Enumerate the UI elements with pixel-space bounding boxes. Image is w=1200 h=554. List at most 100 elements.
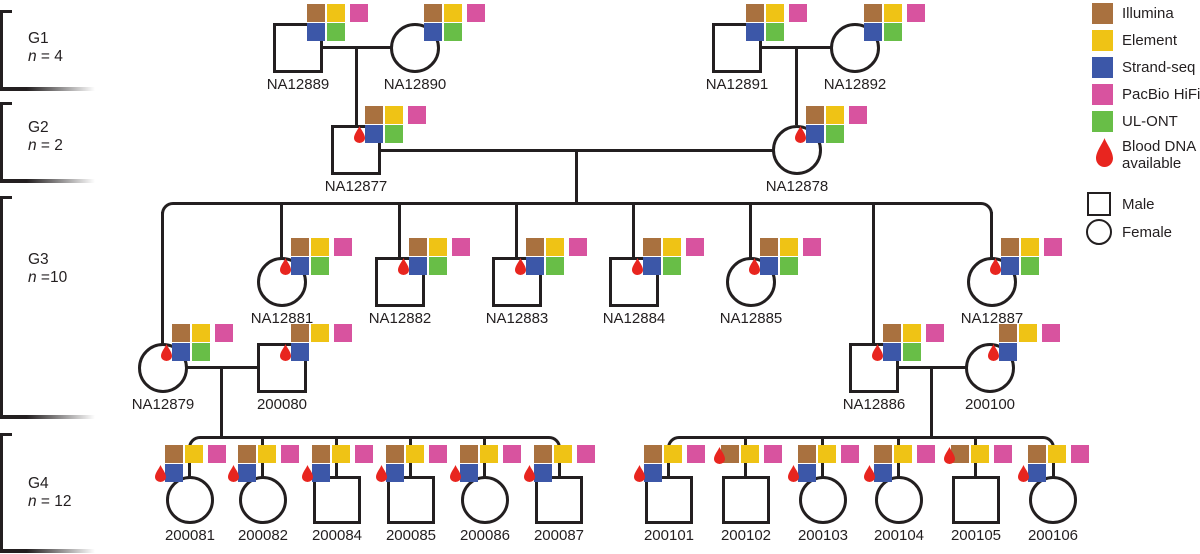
illumina-data-swatch bbox=[760, 238, 778, 256]
element-data-swatch bbox=[546, 238, 564, 256]
blood-drop-icon bbox=[788, 465, 799, 482]
generation-bracket-tick bbox=[0, 433, 12, 436]
generation-name: G1 bbox=[28, 30, 49, 47]
generation-bracket-line bbox=[0, 433, 3, 553]
blood-drop-icon bbox=[524, 465, 535, 482]
illumina-data-swatch bbox=[1001, 238, 1019, 256]
illumina-data-swatch bbox=[806, 106, 824, 124]
strandseq-data-swatch bbox=[798, 464, 816, 482]
person-label: NA12891 bbox=[705, 76, 769, 93]
blood-drop-icon bbox=[1096, 138, 1113, 167]
strandseq-data-swatch bbox=[424, 23, 442, 41]
pacbio-data-swatch bbox=[907, 4, 925, 22]
blood-drop-icon bbox=[515, 258, 526, 275]
pedigree-line bbox=[575, 149, 578, 205]
strandseq-data-swatch bbox=[999, 343, 1017, 361]
person-label: 200102 bbox=[720, 527, 772, 544]
pacbio-data-swatch bbox=[849, 106, 867, 124]
pedigree-corner bbox=[188, 436, 200, 448]
ulont-data-swatch bbox=[903, 343, 921, 361]
blood-dna-drop bbox=[524, 465, 535, 482]
illumina-data-swatch bbox=[643, 238, 661, 256]
blood-dna-drop bbox=[988, 344, 999, 361]
generation-bracket-line bbox=[0, 10, 3, 91]
element-data-swatch bbox=[894, 445, 912, 463]
blood-dna-drop bbox=[155, 465, 166, 482]
person-label: 200086 bbox=[459, 527, 511, 544]
generation-bracket-fade bbox=[0, 549, 95, 553]
blood-dna-drop bbox=[990, 258, 1001, 275]
element-data-swatch bbox=[429, 238, 447, 256]
blood-drop-icon bbox=[749, 258, 760, 275]
element-data-swatch bbox=[1048, 445, 1066, 463]
blood-drop-icon bbox=[872, 344, 883, 361]
blood-dna-drop bbox=[864, 465, 875, 482]
legend-label-ulont: UL-ONT bbox=[1122, 113, 1178, 130]
person-label: NA12877 bbox=[324, 178, 388, 195]
element-data-swatch bbox=[332, 445, 350, 463]
blood-drop-icon bbox=[161, 344, 172, 361]
generation-name: G3 bbox=[28, 251, 49, 268]
illumina-data-swatch bbox=[238, 445, 256, 463]
generation-bracket-fade bbox=[0, 87, 95, 91]
pacbio-data-swatch bbox=[994, 445, 1012, 463]
legend-label-pacbio: PacBio HiFi bbox=[1122, 86, 1200, 103]
illumina-data-swatch bbox=[999, 324, 1017, 342]
male-legend-symbol bbox=[1087, 192, 1111, 216]
element-data-swatch bbox=[884, 4, 902, 22]
blood-drop-icon bbox=[1018, 465, 1029, 482]
pacbio-legend-swatch bbox=[1092, 84, 1113, 105]
blood-dna-drop bbox=[872, 344, 883, 361]
blood-dna-legend-drop bbox=[1096, 138, 1113, 167]
pedigree-line bbox=[990, 212, 993, 260]
pedigree-line bbox=[749, 202, 752, 259]
strandseq-data-swatch bbox=[526, 257, 544, 275]
legend-label-illumina: Illumina bbox=[1122, 5, 1174, 22]
ulont-data-swatch bbox=[385, 125, 403, 143]
illumina-data-swatch bbox=[386, 445, 404, 463]
strandseq-data-swatch bbox=[806, 125, 824, 143]
illumina-data-swatch bbox=[798, 445, 816, 463]
person-label: NA12879 bbox=[131, 396, 195, 413]
person-label: NA12885 bbox=[719, 310, 783, 327]
pedigree-line bbox=[220, 367, 223, 438]
blood-drop-icon bbox=[398, 258, 409, 275]
element-data-swatch bbox=[971, 445, 989, 463]
blood-drop-icon bbox=[944, 447, 955, 464]
illumina-legend-swatch bbox=[1092, 3, 1113, 24]
person-label: NA12883 bbox=[485, 310, 549, 327]
generation-bracket-line bbox=[0, 102, 3, 183]
blood-dna-drop bbox=[302, 465, 313, 482]
element-data-swatch bbox=[664, 445, 682, 463]
person-label: 200081 bbox=[164, 527, 216, 544]
ulont-data-swatch bbox=[766, 23, 784, 41]
pedigree-line bbox=[515, 202, 518, 259]
element-data-swatch bbox=[1019, 324, 1037, 342]
blood-drop-icon bbox=[990, 258, 1001, 275]
blood-dna-drop bbox=[354, 126, 365, 143]
ulont-data-swatch bbox=[884, 23, 902, 41]
element-data-swatch bbox=[818, 445, 836, 463]
strandseq-data-swatch bbox=[1028, 464, 1046, 482]
blood-drop-icon bbox=[376, 465, 387, 482]
person-symbol-male bbox=[645, 476, 693, 524]
element-data-swatch bbox=[663, 238, 681, 256]
pacbio-data-swatch bbox=[841, 445, 859, 463]
element-data-swatch bbox=[766, 4, 784, 22]
illumina-data-swatch bbox=[307, 4, 325, 22]
person-label: 200106 bbox=[1027, 527, 1079, 544]
person-symbol-female bbox=[1029, 476, 1077, 524]
element-data-swatch bbox=[406, 445, 424, 463]
strandseq-data-swatch bbox=[883, 343, 901, 361]
generation-name: G4 bbox=[28, 475, 49, 492]
illumina-data-swatch bbox=[312, 445, 330, 463]
person-label: 200085 bbox=[385, 527, 437, 544]
pacbio-data-swatch bbox=[569, 238, 587, 256]
strandseq-data-swatch bbox=[746, 23, 764, 41]
illumina-data-swatch bbox=[746, 4, 764, 22]
blood-dna-drop bbox=[634, 465, 645, 482]
strandseq-data-swatch bbox=[874, 464, 892, 482]
person-symbol-female bbox=[461, 476, 509, 524]
blood-dna-drop bbox=[788, 465, 799, 482]
